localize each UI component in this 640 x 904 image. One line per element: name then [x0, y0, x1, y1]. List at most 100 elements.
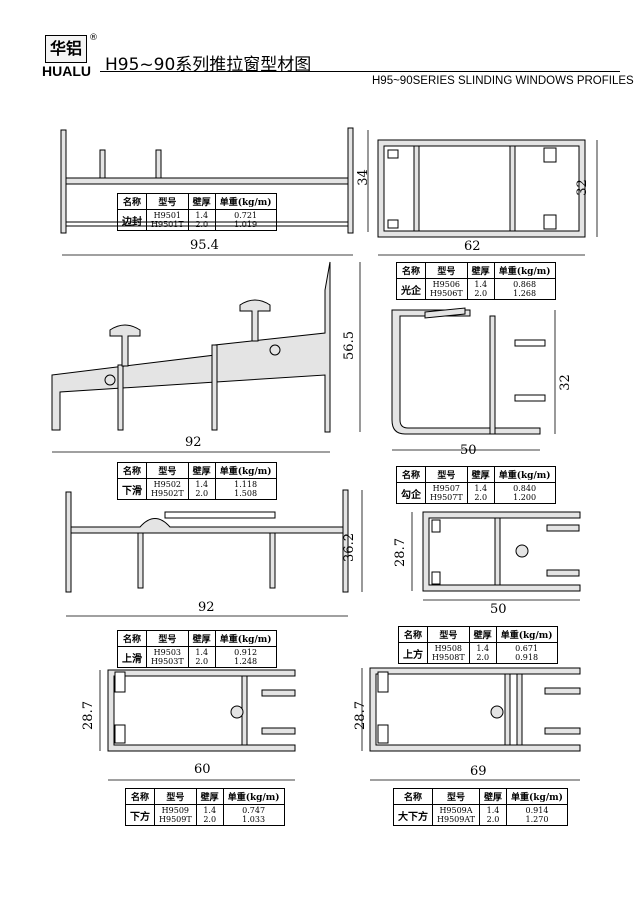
profile-name: 勾企 [396, 482, 426, 504]
table-header-cell: 型号 [431, 788, 481, 805]
height-dim-h9509: 28.7 [80, 701, 96, 730]
table-header-cell: 壁厚 [187, 193, 216, 210]
width-dim-h9509a: 69 [470, 764, 487, 779]
weight-value: 0.747 [242, 806, 266, 815]
table-header-cell: 壁厚 [187, 462, 216, 479]
table-header-cell: 壁厚 [468, 626, 497, 643]
table-header-cell: 型号 [427, 626, 470, 643]
thickness-value: 1.4 [486, 806, 500, 815]
thickness-value: 2.0 [195, 220, 209, 229]
profile-h9509a-drawing [369, 667, 581, 752]
page-subtitle: H95~90SERIES SLINDING WINDOWS PROFILES [372, 75, 634, 87]
width-dim-h9509: 60 [194, 762, 211, 777]
height-dim-h9509a: 28.7 [352, 701, 368, 730]
profile-name: 光企 [396, 278, 426, 300]
table-header-cell: 名称 [396, 466, 426, 483]
models-value: H9506 [432, 280, 460, 289]
models-value: H9502 [153, 480, 181, 489]
models-value: H9509AT [437, 815, 476, 824]
thickness-value: 1.4 [195, 480, 209, 489]
table-header-cell: 壁厚 [479, 788, 508, 805]
table-header-cell: 名称 [396, 262, 426, 279]
thickness-value: 2.0 [195, 489, 209, 498]
weight-value: 1.200 [513, 493, 537, 502]
thickness-value: 1.4 [203, 806, 217, 815]
thickness-value: 2.0 [476, 653, 490, 662]
hualu-logo: 华铝 [45, 35, 87, 63]
models-value: H9501T [151, 220, 184, 229]
width-dim-h9508: 50 [490, 602, 507, 617]
weight-value: 0.918 [515, 653, 539, 662]
models-value: H9509A [439, 806, 473, 815]
table-header-cell: 型号 [425, 262, 468, 279]
weight-value: 0.912 [234, 648, 258, 657]
table-header-cell: 名称 [117, 630, 147, 647]
table-header-cell: 单重(kg/m) [214, 462, 277, 479]
models-value: H9503 [153, 648, 181, 657]
table-header-cell: 壁厚 [466, 262, 495, 279]
table-header-cell: 单重(kg/m) [506, 788, 568, 805]
profile-name: 下方 [125, 804, 155, 826]
thickness-value: 1.4 [474, 280, 488, 289]
table-header-cell: 单重(kg/m) [214, 193, 277, 210]
height-dim-h9506: 32 [574, 179, 590, 196]
models-value: H9507T [430, 493, 463, 502]
thickness-value: 1.4 [476, 644, 490, 653]
models-value: H9509 [161, 806, 189, 815]
width-dim-h9502: 92 [185, 435, 202, 450]
brand-name: HUALU [42, 63, 91, 79]
thickness-value: 1.4 [474, 484, 488, 493]
width-dim-h9506: 62 [464, 239, 481, 254]
table-header-cell: 型号 [146, 193, 189, 210]
width-dim-h9503: 92 [198, 600, 215, 615]
table-header-cell: 型号 [154, 788, 197, 805]
table-header-cell: 名称 [117, 193, 147, 210]
width-dim-h9501: 95.4 [190, 238, 219, 253]
weight-value: 1.268 [513, 289, 537, 298]
dimension-lines [52, 130, 598, 781]
width-dim-h9507: 50 [460, 443, 477, 458]
table-header-cell: 单重(kg/m) [214, 630, 277, 647]
weight-value: 1.508 [234, 489, 258, 498]
profile-h9508-drawing [422, 511, 581, 592]
models-value: H9502T [151, 489, 184, 498]
height-dim-h9508: 28.7 [392, 538, 408, 567]
weight-value: 1.248 [234, 657, 258, 666]
table-header-cell: 壁厚 [187, 630, 216, 647]
models-value: H9508 [434, 644, 462, 653]
table-header-cell: 名称 [398, 626, 428, 643]
table-header-cell: 名称 [393, 788, 433, 805]
profile-h9507-drawing [391, 307, 546, 435]
weight-value: 1.270 [525, 815, 549, 824]
height-dim-h9503: 36.2 [341, 533, 357, 562]
profile-h9503-drawing [65, 489, 349, 593]
